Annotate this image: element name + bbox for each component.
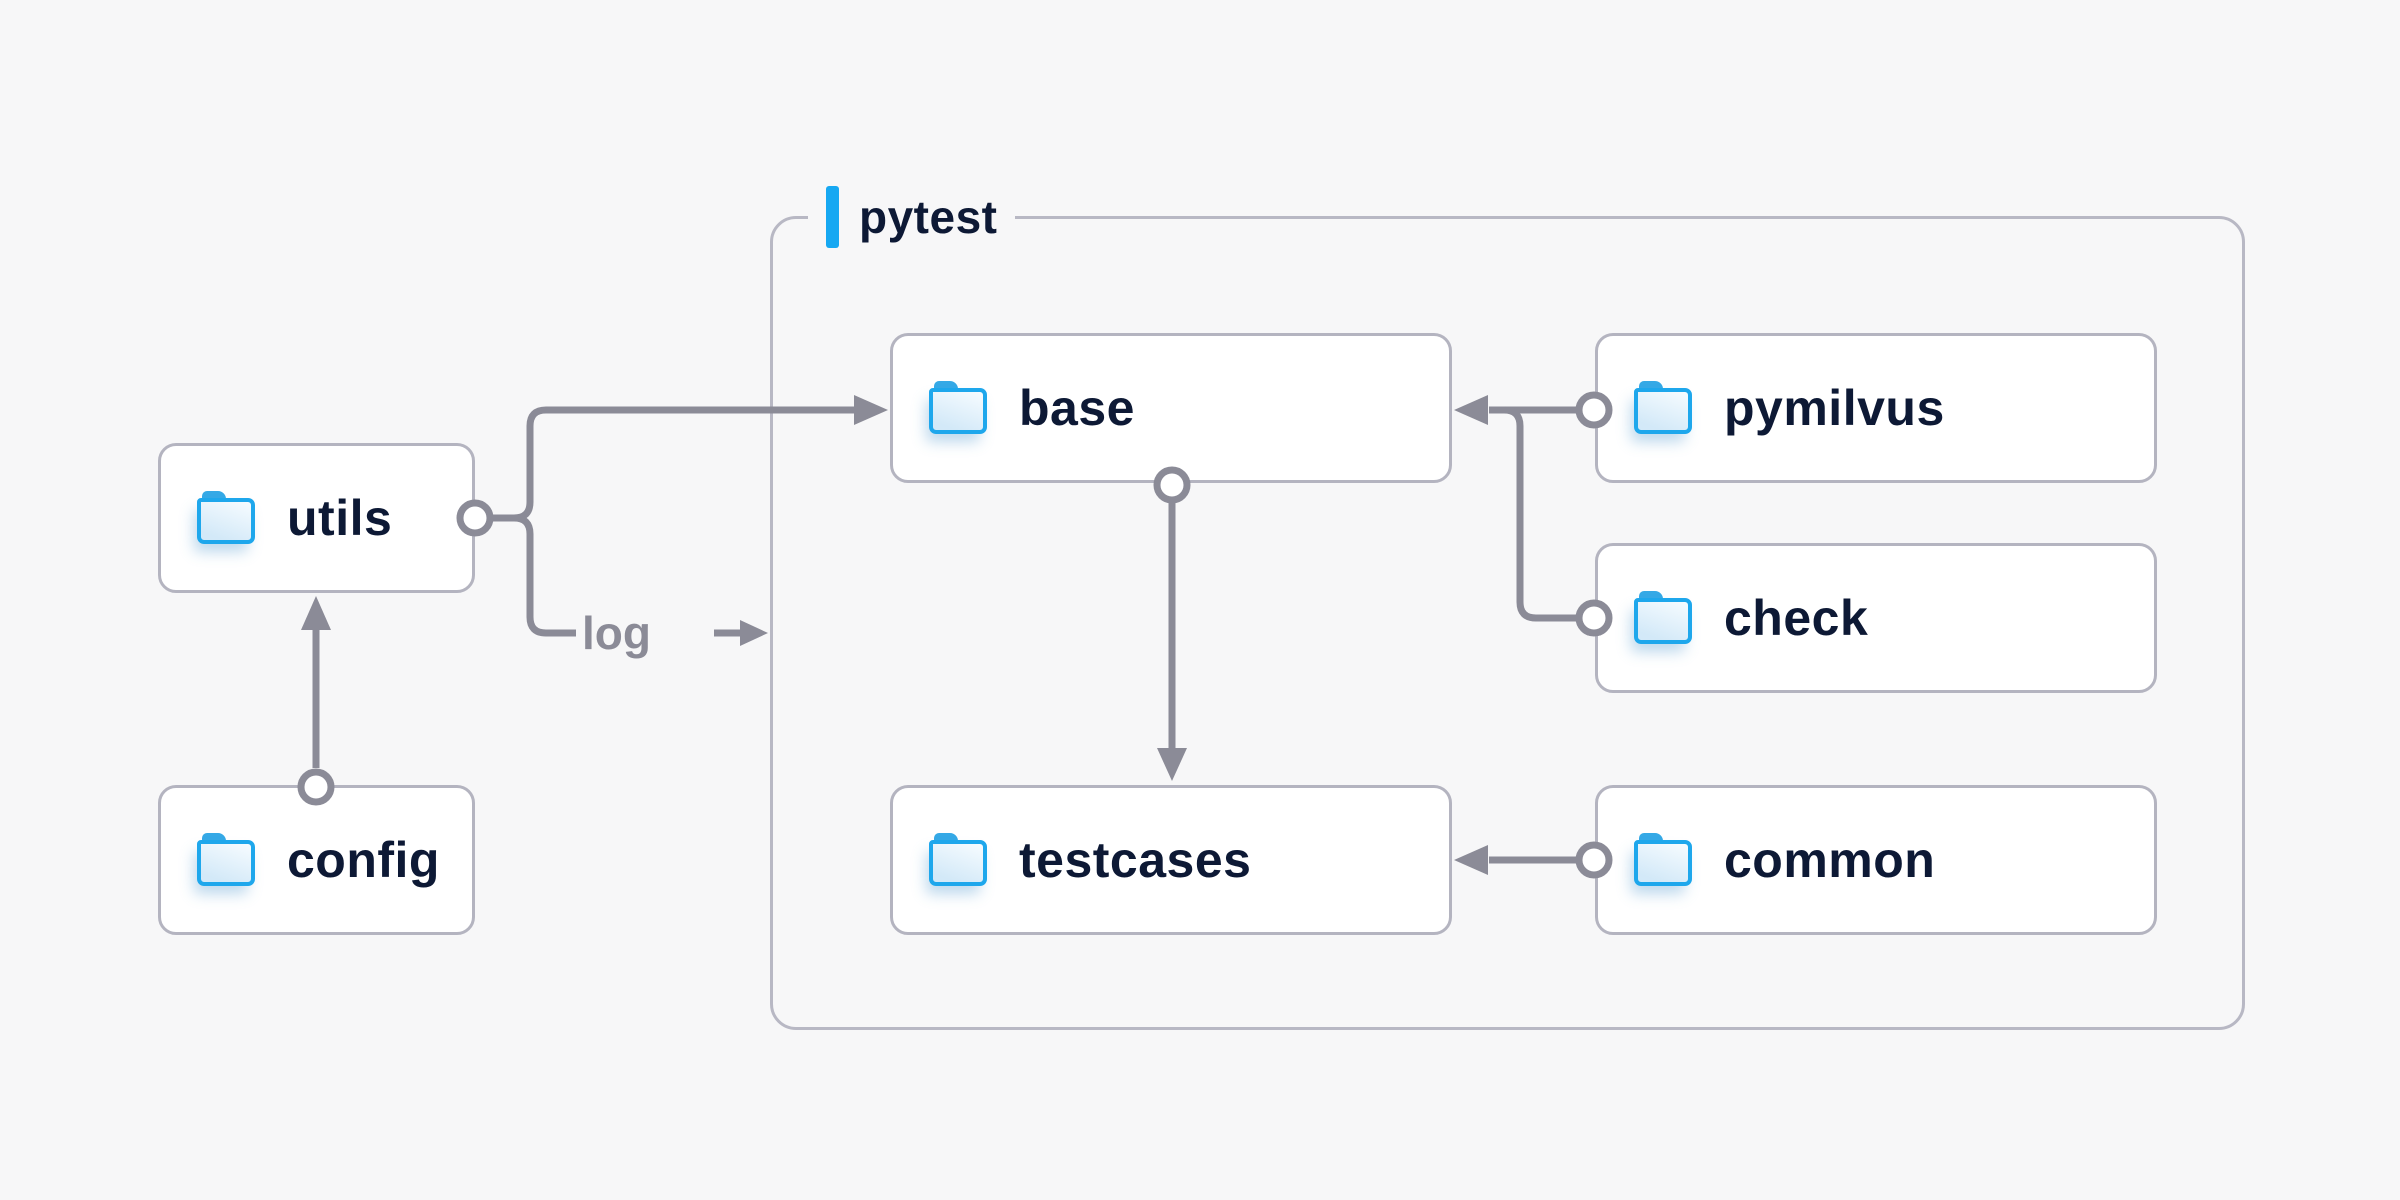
node-check: check <box>1595 543 2157 693</box>
node-pymilvus: pymilvus <box>1595 333 2157 483</box>
folder-icon <box>929 833 991 887</box>
group-title: pytest <box>859 191 998 243</box>
node-config: config <box>158 785 475 935</box>
arrowhead-up-icon <box>301 596 331 630</box>
node-common: common <box>1595 785 2157 935</box>
node-label: common <box>1724 832 1936 888</box>
pytest-group-label: pytest <box>808 183 1016 251</box>
edge-utils-log <box>513 514 576 637</box>
pytest-group-container <box>770 216 2245 1030</box>
node-label: testcases <box>1019 832 1252 888</box>
node-testcases: testcases <box>890 785 1452 935</box>
accent-bar-icon <box>826 186 839 248</box>
node-base: base <box>890 333 1452 483</box>
node-label: utils <box>287 490 393 546</box>
arrowhead-right-small-icon <box>740 620 768 646</box>
node-label: check <box>1724 590 1869 646</box>
folder-icon <box>197 491 259 545</box>
node-label: pymilvus <box>1724 380 1945 436</box>
folder-icon <box>197 833 259 887</box>
node-label: config <box>287 832 440 888</box>
folder-icon <box>1634 591 1696 645</box>
folder-icon <box>1634 381 1696 435</box>
node-label: base <box>1019 380 1135 436</box>
node-utils: utils <box>158 443 475 593</box>
edge-label-log: log <box>582 607 651 659</box>
folder-icon <box>1634 833 1696 887</box>
folder-icon <box>929 381 991 435</box>
